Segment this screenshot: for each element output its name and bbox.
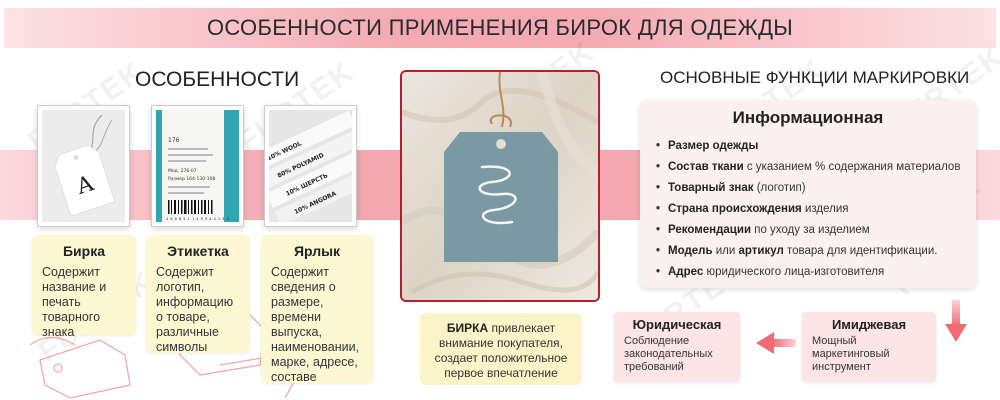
feature-card-label: Этикетка Содержит логотип, информацию о … (146, 235, 250, 354)
info-item: Товарный знак (логотип) (656, 178, 960, 199)
feature-card-title: Бирка (62, 243, 105, 259)
composition-labels-illustration: 10% WOOL 80% POLYAMID 10% ШЕРСТЬ 10% ANG… (269, 110, 352, 222)
photo-composition-labels: 10% WOOL 80% POLYAMID 10% ШЕРСТЬ 10% ANG… (264, 105, 357, 227)
photo-hang-tag: A (37, 105, 130, 227)
feature-card-title: Этикетка (167, 243, 229, 259)
hang-tag-illustration: A (42, 110, 125, 222)
feature-card-text: Содержит название и печать товарного зна… (42, 265, 107, 339)
page-title: ОСОБЕННОСТИ ПРИМЕНЕНИЯ БИРОК ДЛЯ ОДЕЖДЫ (206, 15, 794, 40)
info-item: Размер одежды (656, 136, 960, 157)
image-function-title: Имиджевая (831, 317, 907, 332)
label-line: Мод. 276-07 (168, 168, 197, 174)
main-tag-photo (400, 70, 600, 302)
info-panel-title: Информационная (732, 108, 884, 127)
arrow-down-icon (945, 300, 967, 342)
info-item: Адрес юридического лица-изготовителя (656, 262, 960, 283)
legal-function-text: Соблюдение законодательных требований (624, 335, 713, 373)
features-title: ОСОБЕННОСТИ (135, 68, 300, 91)
legal-function-box: Юридическая Соблюдение законодательных т… (614, 312, 740, 382)
info-item: Модель или артикул товара для идентифика… (656, 241, 960, 262)
info-item: Состав ткани с указанием % содержания ма… (656, 157, 960, 178)
tag-attention-note: БИРКА привлекает внимание покупателя, со… (420, 313, 582, 385)
care-label-illustration: 176 Мод. 276-07 Размер 164-130-108 4 0 0… (156, 110, 239, 222)
feature-card-title: Ярлык (293, 243, 341, 259)
functions-title: ОСНОВНЫЕ ФУНКЦИИ МАРКИРОВКИ (660, 68, 970, 87)
feature-card-text: Содержит логотип, информацию о товаре, р… (156, 265, 234, 354)
feature-card-tab: Ярлык Содержит сведения о размере, време… (261, 235, 373, 384)
label-line: 176 (168, 137, 180, 144)
blue-tag-illustration (402, 72, 598, 300)
legal-function-title: Юридическая (632, 317, 722, 332)
image-function-box: Имиджевая Мощный маркетинговый инструмен… (802, 312, 936, 382)
photo-care-label: 176 Мод. 276-07 Размер 164-130-108 4 0 0… (151, 105, 244, 227)
page-header: ОСОБЕННОСТИ ПРИМЕНЕНИЯ БИРОК ДЛЯ ОДЕЖДЫ (4, 8, 996, 48)
feature-card-text: Содержит сведения о размере, времени вып… (271, 265, 360, 384)
info-item: Рекомендации по уходу за изделием (656, 220, 960, 241)
info-item: Страна происхождения изделия (656, 199, 960, 220)
barcode-digits: 4 0 0 8 5 1 1 4 9 9 4 4 1 3 5 (166, 217, 229, 221)
image-function-text: Мощный маркетинговый инструмент (812, 335, 890, 373)
arrow-left-icon (756, 332, 796, 354)
info-function-panel: Информационная Размер одежды Состав ткан… (640, 100, 976, 288)
label-line: Размер 164-130-108 (168, 176, 215, 182)
feature-card-tag: Бирка Содержит название и печать товарно… (32, 235, 136, 339)
